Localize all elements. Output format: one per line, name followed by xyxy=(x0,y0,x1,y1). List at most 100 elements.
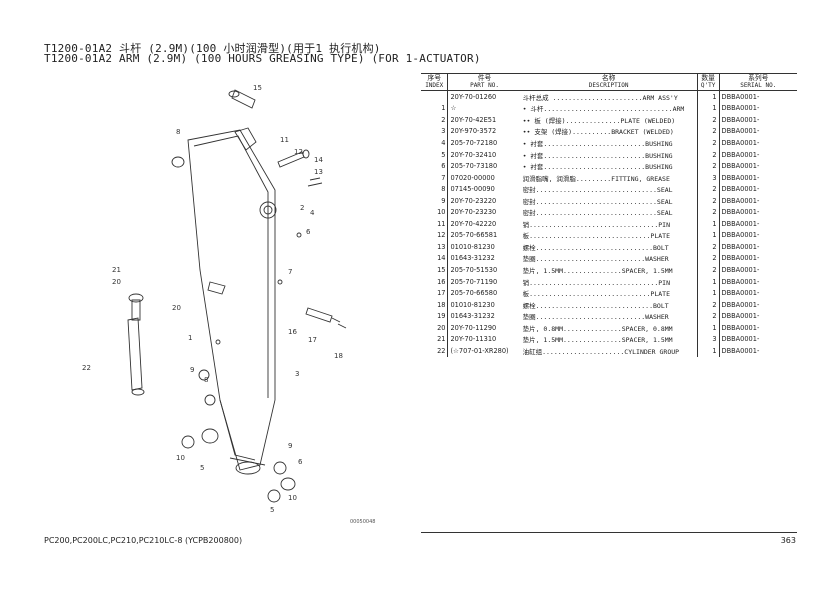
cell-part: 20Y-70-11310 xyxy=(450,335,497,344)
cell-qty: 2 xyxy=(696,310,720,322)
cell-serial: DBBA0001- xyxy=(721,219,760,228)
cell-index: 6 xyxy=(421,160,449,172)
cell-index: 8 xyxy=(421,183,449,195)
cell-part: 205-70-66581 xyxy=(450,231,498,240)
cell-desc: • 斗杆.................................ARM xyxy=(522,105,685,114)
svg-text:9: 9 xyxy=(190,366,194,374)
cell-desc: 密封...............................SEAL xyxy=(522,209,673,218)
cell-serial: DBBA0001- xyxy=(721,138,760,147)
svg-text:11: 11 xyxy=(280,136,289,144)
cell-qty: 2 xyxy=(696,264,720,276)
cell-desc: 垫片, 0.8MM...............SPACER, 0.8MM xyxy=(522,324,673,333)
cell-index: 22 xyxy=(421,345,449,357)
cell-desc: •• 板 (焊接)..............PLATE (WELDED) xyxy=(522,116,676,125)
cell-desc: 板...............................PLATE xyxy=(522,232,670,241)
cell-qty: 3 xyxy=(696,333,720,346)
header-part-en: PART NO. xyxy=(470,82,499,89)
svg-text:8: 8 xyxy=(204,376,208,384)
cell-desc: 垫片, 1.5MM...............SPACER, 1.5MM xyxy=(522,266,673,275)
cell-part: 20Y-70-42220 xyxy=(450,219,497,228)
cell-index: 18 xyxy=(421,298,449,311)
svg-text:2: 2 xyxy=(300,204,304,212)
header-desc-cn: 名称 xyxy=(601,74,616,82)
page-number: 363 xyxy=(780,536,796,545)
cell-serial: DBBA0001- xyxy=(721,323,760,332)
cell-index: 4 xyxy=(421,137,449,149)
svg-text:20: 20 xyxy=(112,278,121,286)
cell-serial: DBBA0001- xyxy=(721,162,760,171)
cell-index: 11 xyxy=(421,218,449,230)
svg-text:10: 10 xyxy=(288,494,297,502)
cell-part: ☆ xyxy=(450,104,457,113)
cell-qty: 2 xyxy=(696,194,720,207)
cell-qty: 3 xyxy=(696,171,720,184)
cell-part: 20Y-70-42E51 xyxy=(450,115,497,124)
cell-desc: 密封...............................SEAL xyxy=(522,197,673,206)
cell-desc: 销.................................PIN xyxy=(522,220,670,229)
cell-part: 01643-31232 xyxy=(450,312,495,321)
cell-serial: DBBA0001- xyxy=(721,196,760,205)
cell-serial: DBBA0001- xyxy=(721,277,760,286)
svg-text:9: 9 xyxy=(288,442,292,450)
cell-qty: 2 xyxy=(696,137,720,149)
cell-qty: 1 xyxy=(696,90,720,103)
cell-part: 01643-31232 xyxy=(450,254,495,263)
cell-serial: DBBA0001- xyxy=(721,150,760,159)
cell-index: 12 xyxy=(421,229,449,242)
cell-index: 10 xyxy=(421,206,449,219)
cell-qty: 2 xyxy=(696,160,720,172)
cell-part: 205-70-71190 xyxy=(450,277,498,286)
header-serial-en: SERIAL NO. xyxy=(740,82,777,89)
cell-qty: 1 xyxy=(696,275,720,288)
cell-qty: 2 xyxy=(696,114,720,126)
cell-desc: 垫圈............................WASHER xyxy=(522,255,669,264)
table-row: 22(☆707-01-XR280)油缸组....................… xyxy=(421,345,797,357)
cell-desc: • 衬套..........................BUSHING xyxy=(522,139,673,148)
cell-serial: DBBA0001- xyxy=(721,242,760,251)
cell-qty: 1 xyxy=(696,287,720,299)
svg-text:16: 16 xyxy=(288,328,297,336)
svg-text:4: 4 xyxy=(310,209,315,217)
header-part-cn: 件号 xyxy=(477,74,492,82)
cell-serial: DBBA0001- xyxy=(721,92,760,101)
cell-index: 7 xyxy=(421,171,449,184)
table-row: 1☆• 斗杆.................................A… xyxy=(421,102,797,115)
cell-part: 20Y-970-3572 xyxy=(450,127,497,136)
cell-index: 15 xyxy=(421,264,449,276)
cell-desc: 密封...............................SEAL xyxy=(522,186,673,195)
svg-text:15: 15 xyxy=(253,84,262,92)
cell-part: 20Y-70-23220 xyxy=(450,196,497,205)
cell-qty: 1 xyxy=(696,345,720,357)
cell-index: 2 xyxy=(421,114,449,126)
cell-desc: 垫片, 1.5MM...............SPACER, 1.5MM xyxy=(522,336,673,345)
svg-text:12: 12 xyxy=(294,148,303,156)
cell-part: 07145-00090 xyxy=(450,185,495,194)
cell-index: 17 xyxy=(421,287,449,299)
cell-serial: DBBA0001- xyxy=(721,312,760,321)
cell-index: 9 xyxy=(421,194,449,207)
svg-text:5: 5 xyxy=(270,506,274,514)
cell-serial: DBBA0001- xyxy=(721,173,760,182)
svg-text:7: 7 xyxy=(288,268,292,276)
cell-qty: 1 xyxy=(696,218,720,230)
cell-qty: 2 xyxy=(696,241,720,253)
bottom-rule xyxy=(421,532,797,533)
cell-desc: 油缸组.....................CYLINDER GROUP xyxy=(522,347,680,356)
svg-text:21: 21 xyxy=(112,266,121,274)
